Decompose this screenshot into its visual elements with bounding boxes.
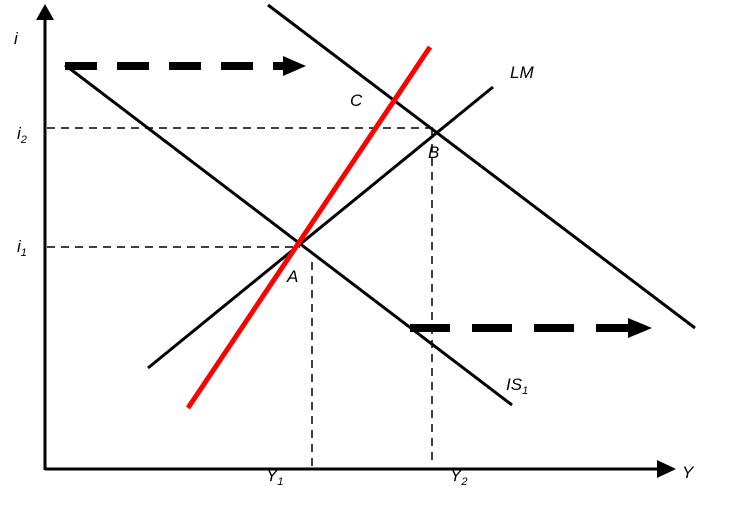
red-lm-curve	[185, 45, 433, 410]
point-a-label: A	[286, 267, 298, 286]
i1-label: i1	[17, 237, 27, 259]
point-c-label: C	[350, 91, 363, 110]
lm-label: LM	[510, 63, 534, 82]
i2-label: i2	[17, 124, 27, 146]
shift-arrow-top-head-icon	[283, 56, 306, 76]
lm-curve	[147, 85, 494, 370]
is2-curve	[267, 3, 696, 330]
y-axis-label: i	[14, 29, 19, 48]
x-axis-arrow-icon	[657, 460, 676, 478]
shift-arrow-bottom-head-icon	[628, 318, 652, 338]
x-axis-label: Y	[682, 463, 695, 482]
is1-label: IS1	[506, 375, 528, 397]
point-b-label: B	[428, 143, 439, 162]
y1-label: Y1	[266, 466, 283, 488]
y-axis-arrow-icon	[36, 4, 54, 20]
is1-curve	[64, 63, 513, 407]
y2-label: Y2	[450, 466, 467, 488]
